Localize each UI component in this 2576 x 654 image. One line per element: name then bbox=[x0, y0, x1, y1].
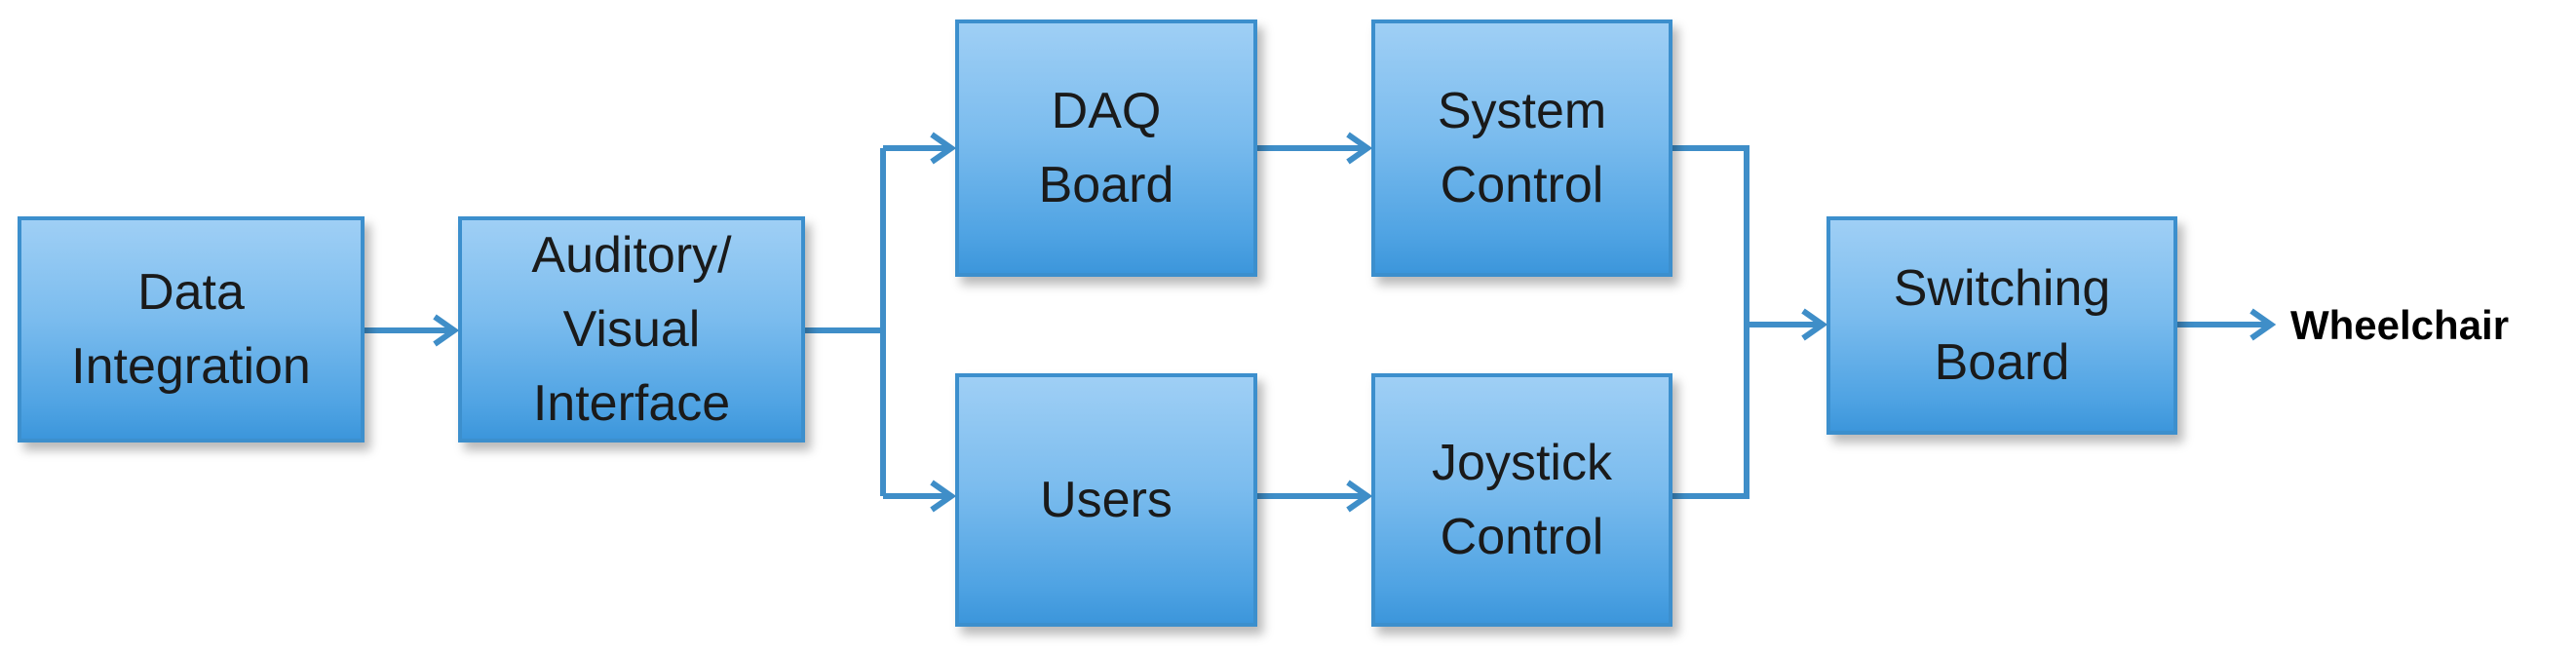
block-switching-board: Switching Board bbox=[1826, 216, 2177, 435]
arrowhead-merge-to-switching bbox=[1801, 308, 1828, 341]
block-data-integration: Data Integration bbox=[18, 216, 365, 442]
arrowhead-users-to-joystick bbox=[1346, 480, 1373, 513]
block-users: Users bbox=[955, 373, 1257, 627]
block-label: Switching Board bbox=[1893, 260, 2111, 391]
block-daq-board: DAQ Board bbox=[955, 19, 1257, 277]
line-system-to-merge bbox=[1672, 145, 1749, 499]
block-label: Users bbox=[1040, 472, 1173, 528]
output-label-wheelchair: Wheelchair bbox=[2290, 302, 2510, 348]
arrowhead-daq-to-system bbox=[1346, 132, 1373, 165]
block-label: Auditory/ Visual Interface bbox=[531, 227, 732, 432]
block-auditory-visual-interface: Auditory/ Visual Interface bbox=[458, 216, 805, 442]
block-label: Data Integration bbox=[71, 264, 311, 395]
arrowhead-switching-to-wheelchair bbox=[2249, 308, 2277, 341]
arrowhead-split-to-daq bbox=[930, 132, 957, 165]
block-label: DAQ Board bbox=[1038, 83, 1174, 213]
block-system-control: System Control bbox=[1371, 19, 1672, 277]
arrowhead-data-to-interface bbox=[433, 314, 460, 347]
block-label: System Control bbox=[1437, 83, 1607, 213]
block-joystick-control: Joystick Control bbox=[1371, 373, 1672, 627]
arrowhead-split-to-users bbox=[930, 480, 957, 513]
block-label: Joystick Control bbox=[1432, 435, 1612, 565]
